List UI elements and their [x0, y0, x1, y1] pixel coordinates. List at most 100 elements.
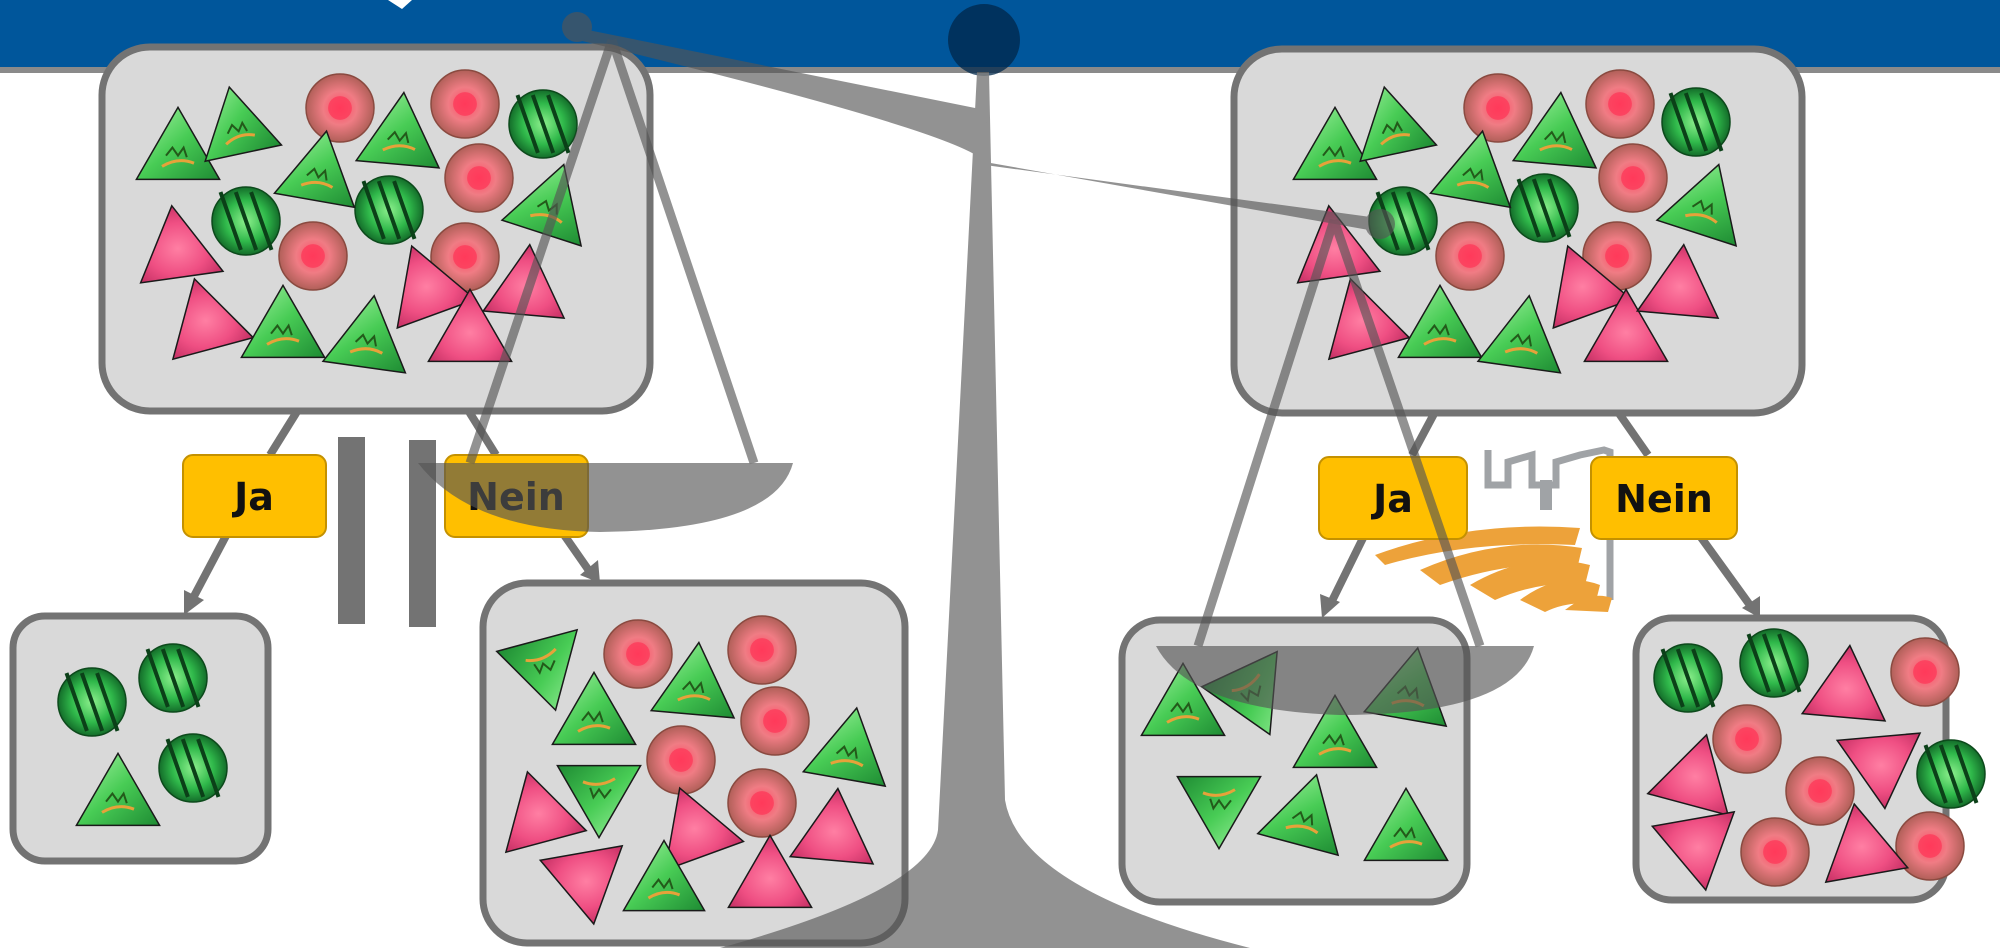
left-pan	[418, 463, 793, 532]
green-triangle	[1511, 91, 1598, 169]
edge-right-root-no	[1614, 409, 1652, 458]
pink-triangle	[538, 844, 624, 926]
pink-sphere	[727, 615, 797, 685]
green-triangle	[240, 283, 326, 359]
green-sphere	[211, 186, 281, 256]
pink-triangle	[171, 277, 255, 361]
green-sphere	[1739, 628, 1809, 698]
pink-sphere	[1712, 704, 1782, 774]
pink-triangle	[1835, 732, 1922, 810]
balance-scale-icon	[418, 4, 1534, 948]
green-sphere	[57, 667, 127, 737]
building-logo-icon	[1375, 446, 1614, 612]
header-glyph-fragment	[388, 0, 412, 9]
green-triangle	[135, 105, 221, 181]
pink-triangle	[788, 787, 875, 865]
tree-edges	[188, 407, 1756, 611]
green-triangle	[273, 129, 356, 209]
green-sphere	[508, 89, 578, 159]
arrowhead-right-yes	[1320, 594, 1340, 618]
green-triangle	[1363, 786, 1449, 862]
green-triangle	[75, 751, 161, 827]
pink-triangle	[1800, 644, 1887, 722]
pink-sphere	[444, 143, 514, 213]
right-no-badge: Nein	[1590, 456, 1738, 540]
edge-left-yes-child	[188, 530, 232, 602]
left-yes-badge: Ja	[182, 454, 327, 538]
scale-beam-left-end	[562, 12, 592, 42]
green-sphere	[1509, 173, 1579, 243]
right-pan	[1156, 646, 1534, 715]
green-triangle	[354, 91, 441, 169]
green-triangle	[1140, 661, 1226, 737]
pink-sphere	[1585, 69, 1655, 139]
green-triangle	[1655, 163, 1738, 247]
pink-sphere	[278, 221, 348, 291]
pink-triangle	[727, 833, 813, 909]
edge-right-yes-child	[1326, 534, 1368, 607]
edge-right-no-child	[1696, 533, 1756, 611]
edge-left-no-child	[558, 529, 596, 578]
scale-beam-right-end	[1365, 209, 1395, 239]
left-pan-chain-a	[465, 38, 617, 465]
green-triangle	[1429, 129, 1512, 209]
left-yes-label: Ja	[231, 475, 274, 519]
green-sphere	[158, 733, 228, 803]
pink-sphere	[1740, 817, 1810, 887]
pink-triangle	[1646, 733, 1730, 817]
green-triangle	[649, 641, 736, 719]
green-triangle	[1476, 294, 1562, 374]
pink-triangle	[1650, 810, 1736, 892]
pink-sphere	[1895, 811, 1965, 881]
green-triangle	[801, 706, 887, 788]
green-sphere	[1653, 643, 1723, 713]
right-yes-label: Ja	[1370, 477, 1413, 521]
pink-triangle	[427, 287, 513, 363]
arrowhead-left-no	[580, 560, 600, 583]
right-pan-chain-b	[1329, 218, 1485, 648]
scale-pivot-knob	[948, 4, 1020, 76]
right-yes-badge: Ja	[1318, 456, 1468, 540]
pink-triangle	[664, 786, 745, 872]
pink-sphere	[1435, 221, 1505, 291]
right-no-label: Nein	[1615, 477, 1713, 521]
green-triangle	[1176, 775, 1262, 851]
pink-sphere	[430, 69, 500, 139]
pink-triangle	[396, 244, 477, 330]
green-sphere	[138, 643, 208, 713]
right-pan-chain-a	[1193, 218, 1339, 648]
pink-sphere	[1890, 637, 1960, 707]
pink-triangle	[504, 770, 588, 854]
arrowhead-right-no	[1742, 596, 1760, 618]
scale-beam	[578, 28, 1380, 232]
pink-sphere	[727, 768, 797, 838]
pink-triangle	[1552, 244, 1633, 330]
green-triangle	[1359, 85, 1438, 163]
pink-sphere	[305, 73, 375, 143]
green-triangle	[204, 85, 283, 163]
pink-sphere	[1463, 73, 1533, 143]
pink-sphere	[430, 222, 500, 292]
pink-sphere	[646, 725, 716, 795]
pink-sphere	[1598, 143, 1668, 213]
green-sphere	[1661, 87, 1731, 157]
scale-post	[720, 72, 1250, 948]
green-triangle	[622, 838, 706, 912]
green-triangle	[1292, 693, 1378, 769]
green-triangle	[1397, 283, 1483, 359]
green-triangle	[556, 764, 642, 840]
green-triangle	[1292, 105, 1378, 181]
green-triangle	[1256, 773, 1340, 857]
pink-triangle	[139, 204, 225, 284]
edge-arrowheads	[184, 560, 1760, 618]
pink-sphere	[1785, 756, 1855, 826]
green-triangle	[321, 294, 407, 374]
green-triangle	[551, 670, 637, 746]
pink-triangle	[1635, 243, 1720, 319]
pink-triangle	[1824, 802, 1910, 884]
green-sphere	[354, 175, 424, 245]
left-pan-chain-b	[607, 38, 759, 465]
pink-sphere	[740, 686, 810, 756]
pink-sphere	[603, 619, 673, 689]
